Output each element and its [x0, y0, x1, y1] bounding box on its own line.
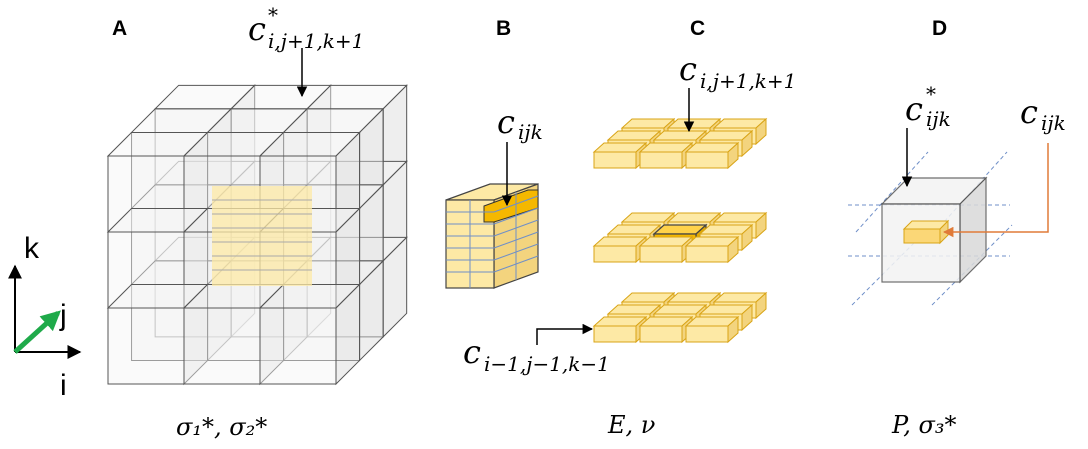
panel-d-caption: P, σ₃*	[891, 411, 957, 439]
svg-text:*: *	[268, 3, 278, 27]
center-cell-highlight	[212, 186, 312, 286]
unit-cell-cube	[848, 151, 1013, 306]
cube-lattice	[106, 84, 408, 386]
panel-a-letter: A	[112, 17, 127, 40]
svg-text:c: c	[248, 10, 266, 48]
neighbor-cell	[684, 141, 740, 170]
neighbor-cell	[592, 141, 648, 170]
panel-b-letter: B	[496, 17, 511, 40]
neighbor-cell	[638, 315, 694, 344]
lattice-cube	[106, 283, 209, 386]
panel-d-letter: D	[932, 17, 947, 40]
j-axis-label: j	[59, 299, 67, 332]
svg-text:c: c	[905, 90, 923, 128]
layered-block	[445, 183, 539, 289]
k-axis-label: k	[24, 232, 40, 265]
panel-c-caption: E, ν	[607, 411, 655, 439]
neighbor-cell	[638, 141, 694, 170]
panel-d-right-arrow	[942, 143, 1049, 238]
panel-c-top-label: c i,j+1,k+1	[679, 50, 796, 93]
inner-cell	[902, 219, 950, 245]
panel-d-label-right: c ijk	[1020, 93, 1066, 135]
neighbor-cell	[592, 235, 648, 264]
j-axis-arrow	[13, 310, 61, 354]
neighbor-cell	[684, 235, 740, 264]
panel-c-letter: C	[690, 17, 705, 40]
svg-text:i−1,j−1,k−1: i−1,j−1,k−1	[484, 352, 610, 376]
panel-c-bottom-label: c i−1,j−1,k−1	[463, 333, 610, 376]
svg-text:c: c	[1020, 93, 1038, 131]
neighbor-cell	[638, 235, 694, 264]
lattice-cube	[182, 283, 285, 386]
svg-text:i,j+1,k+1: i,j+1,k+1	[700, 69, 796, 93]
panel-c-bottom-arrow	[536, 323, 594, 345]
panel-b-label: c ijk	[497, 103, 543, 144]
svg-text:*: *	[926, 82, 936, 106]
neighbor-cell	[684, 315, 740, 344]
svg-text:ijk: ijk	[1041, 111, 1066, 135]
panel-d: D c * ijk	[848, 17, 1066, 439]
panel-d-label-left: c * ijk	[905, 82, 951, 131]
panel-c: C c i,j+1,k+1 c i−1,j−1,k−1 E, ν	[463, 17, 796, 439]
i-axis-label: i	[60, 369, 67, 402]
panel-a-caption: σ₁*, σ₂*	[176, 413, 267, 441]
svg-text:ijk: ijk	[926, 107, 951, 131]
svg-text:c: c	[463, 333, 481, 371]
axes-triad: k j i	[7, 232, 82, 402]
neighbor-cells	[592, 117, 768, 344]
panel-a: A c * i,j+1,k+1 σ₁*, σ₂*	[106, 3, 408, 441]
panel-b: B c	[445, 17, 543, 289]
svg-text:i,j+1,k+1: i,j+1,k+1	[268, 29, 364, 53]
lattice-cube	[258, 283, 361, 386]
panel-a-top-label: c * i,j+1,k+1	[248, 3, 364, 53]
svg-text:c: c	[679, 50, 697, 88]
svg-text:c: c	[497, 103, 515, 141]
neighbor-cell	[592, 315, 648, 344]
svg-text:ijk: ijk	[518, 120, 543, 144]
